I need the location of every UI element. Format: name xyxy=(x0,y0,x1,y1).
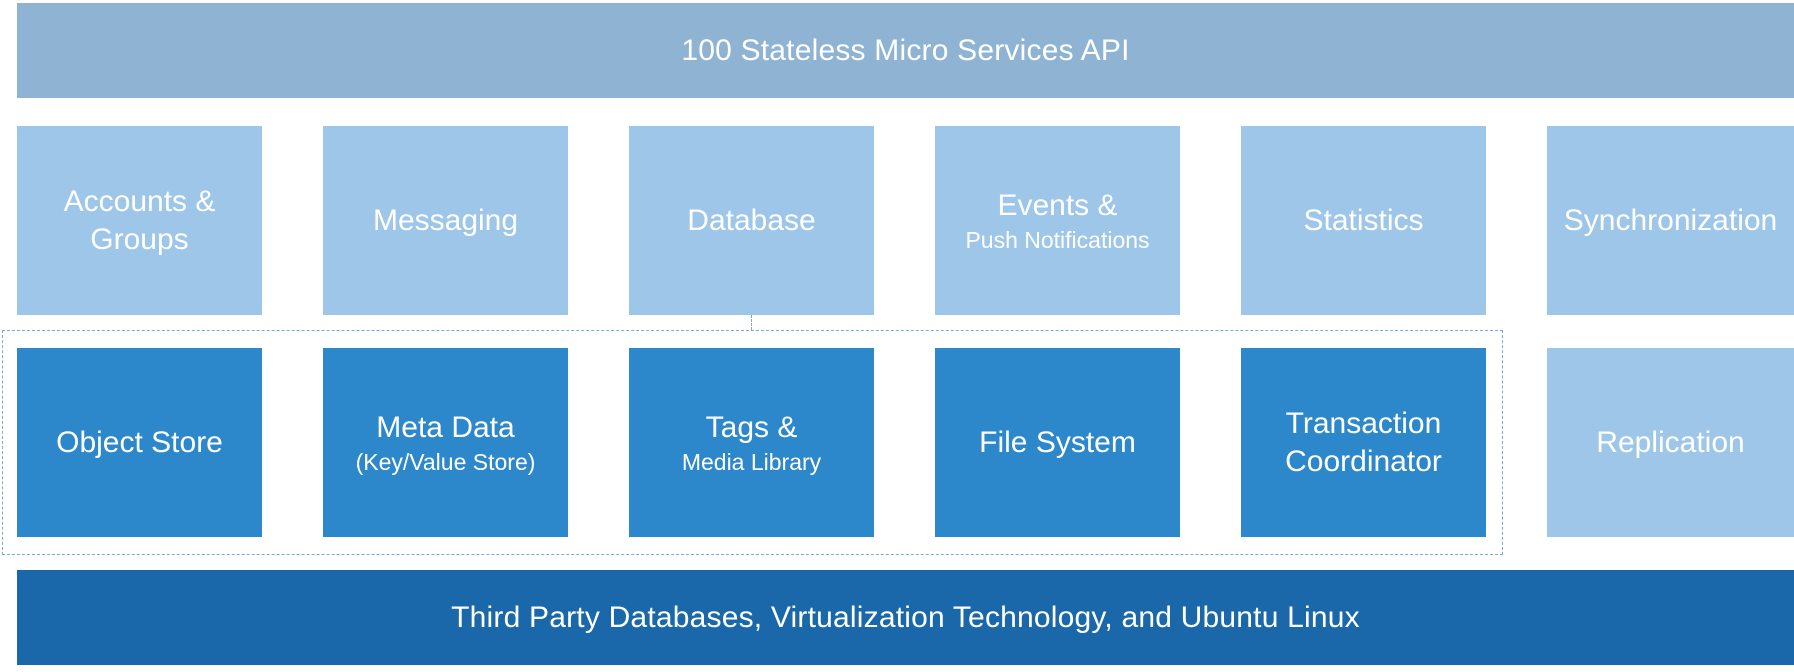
storage-block-tags-media: Tags & Media Library xyxy=(629,348,874,537)
storage-block-transaction-coordinator: Transaction Coordinator xyxy=(1241,348,1486,537)
foundation-layer-bar: Third Party Databases, Virtualization Te… xyxy=(17,570,1794,665)
service-block-events-push: Events & Push Notifications xyxy=(935,126,1180,315)
service-block-accounts-groups: Accounts & Groups xyxy=(17,126,262,315)
foundation-layer-label: Third Party Databases, Virtualization Te… xyxy=(451,600,1360,634)
storage-block-replication: Replication xyxy=(1547,348,1794,537)
service-label: Database xyxy=(687,203,816,237)
service-sublabel: Push Notifications xyxy=(965,227,1150,253)
service-label: Messaging xyxy=(372,203,519,237)
storage-sublabel: Media Library xyxy=(681,449,822,475)
service-label: Statistics xyxy=(1303,203,1424,237)
service-block-synchronization: Synchronization xyxy=(1547,126,1794,315)
storage-block-meta-data: Meta Data (Key/Value Store) xyxy=(323,348,568,537)
api-layer-label: 100 Stateless Micro Services API xyxy=(681,33,1130,67)
storage-label: File System xyxy=(979,425,1136,459)
service-block-statistics: Statistics xyxy=(1241,126,1486,315)
storage-label: Object Store xyxy=(56,425,223,459)
service-label: Synchronization xyxy=(1563,203,1778,237)
service-block-database: Database xyxy=(629,126,874,315)
storage-block-object-store: Object Store xyxy=(17,348,262,537)
storage-label: Replication xyxy=(1596,425,1745,459)
storage-label: Tags & xyxy=(705,411,798,444)
storage-sublabel: (Key/Value Store) xyxy=(355,449,536,475)
storage-block-file-system: File System xyxy=(935,348,1180,537)
storage-group-outline xyxy=(2,330,1503,555)
api-layer-bar: 100 Stateless Micro Services API xyxy=(17,3,1794,98)
service-label: Accounts & Groups xyxy=(63,184,216,256)
database-connector-line xyxy=(751,315,752,330)
service-label: Events & xyxy=(997,189,1118,222)
storage-label: Transaction Coordinator xyxy=(1285,406,1442,478)
storage-label: Meta Data xyxy=(376,411,515,444)
service-block-messaging: Messaging xyxy=(323,126,568,315)
